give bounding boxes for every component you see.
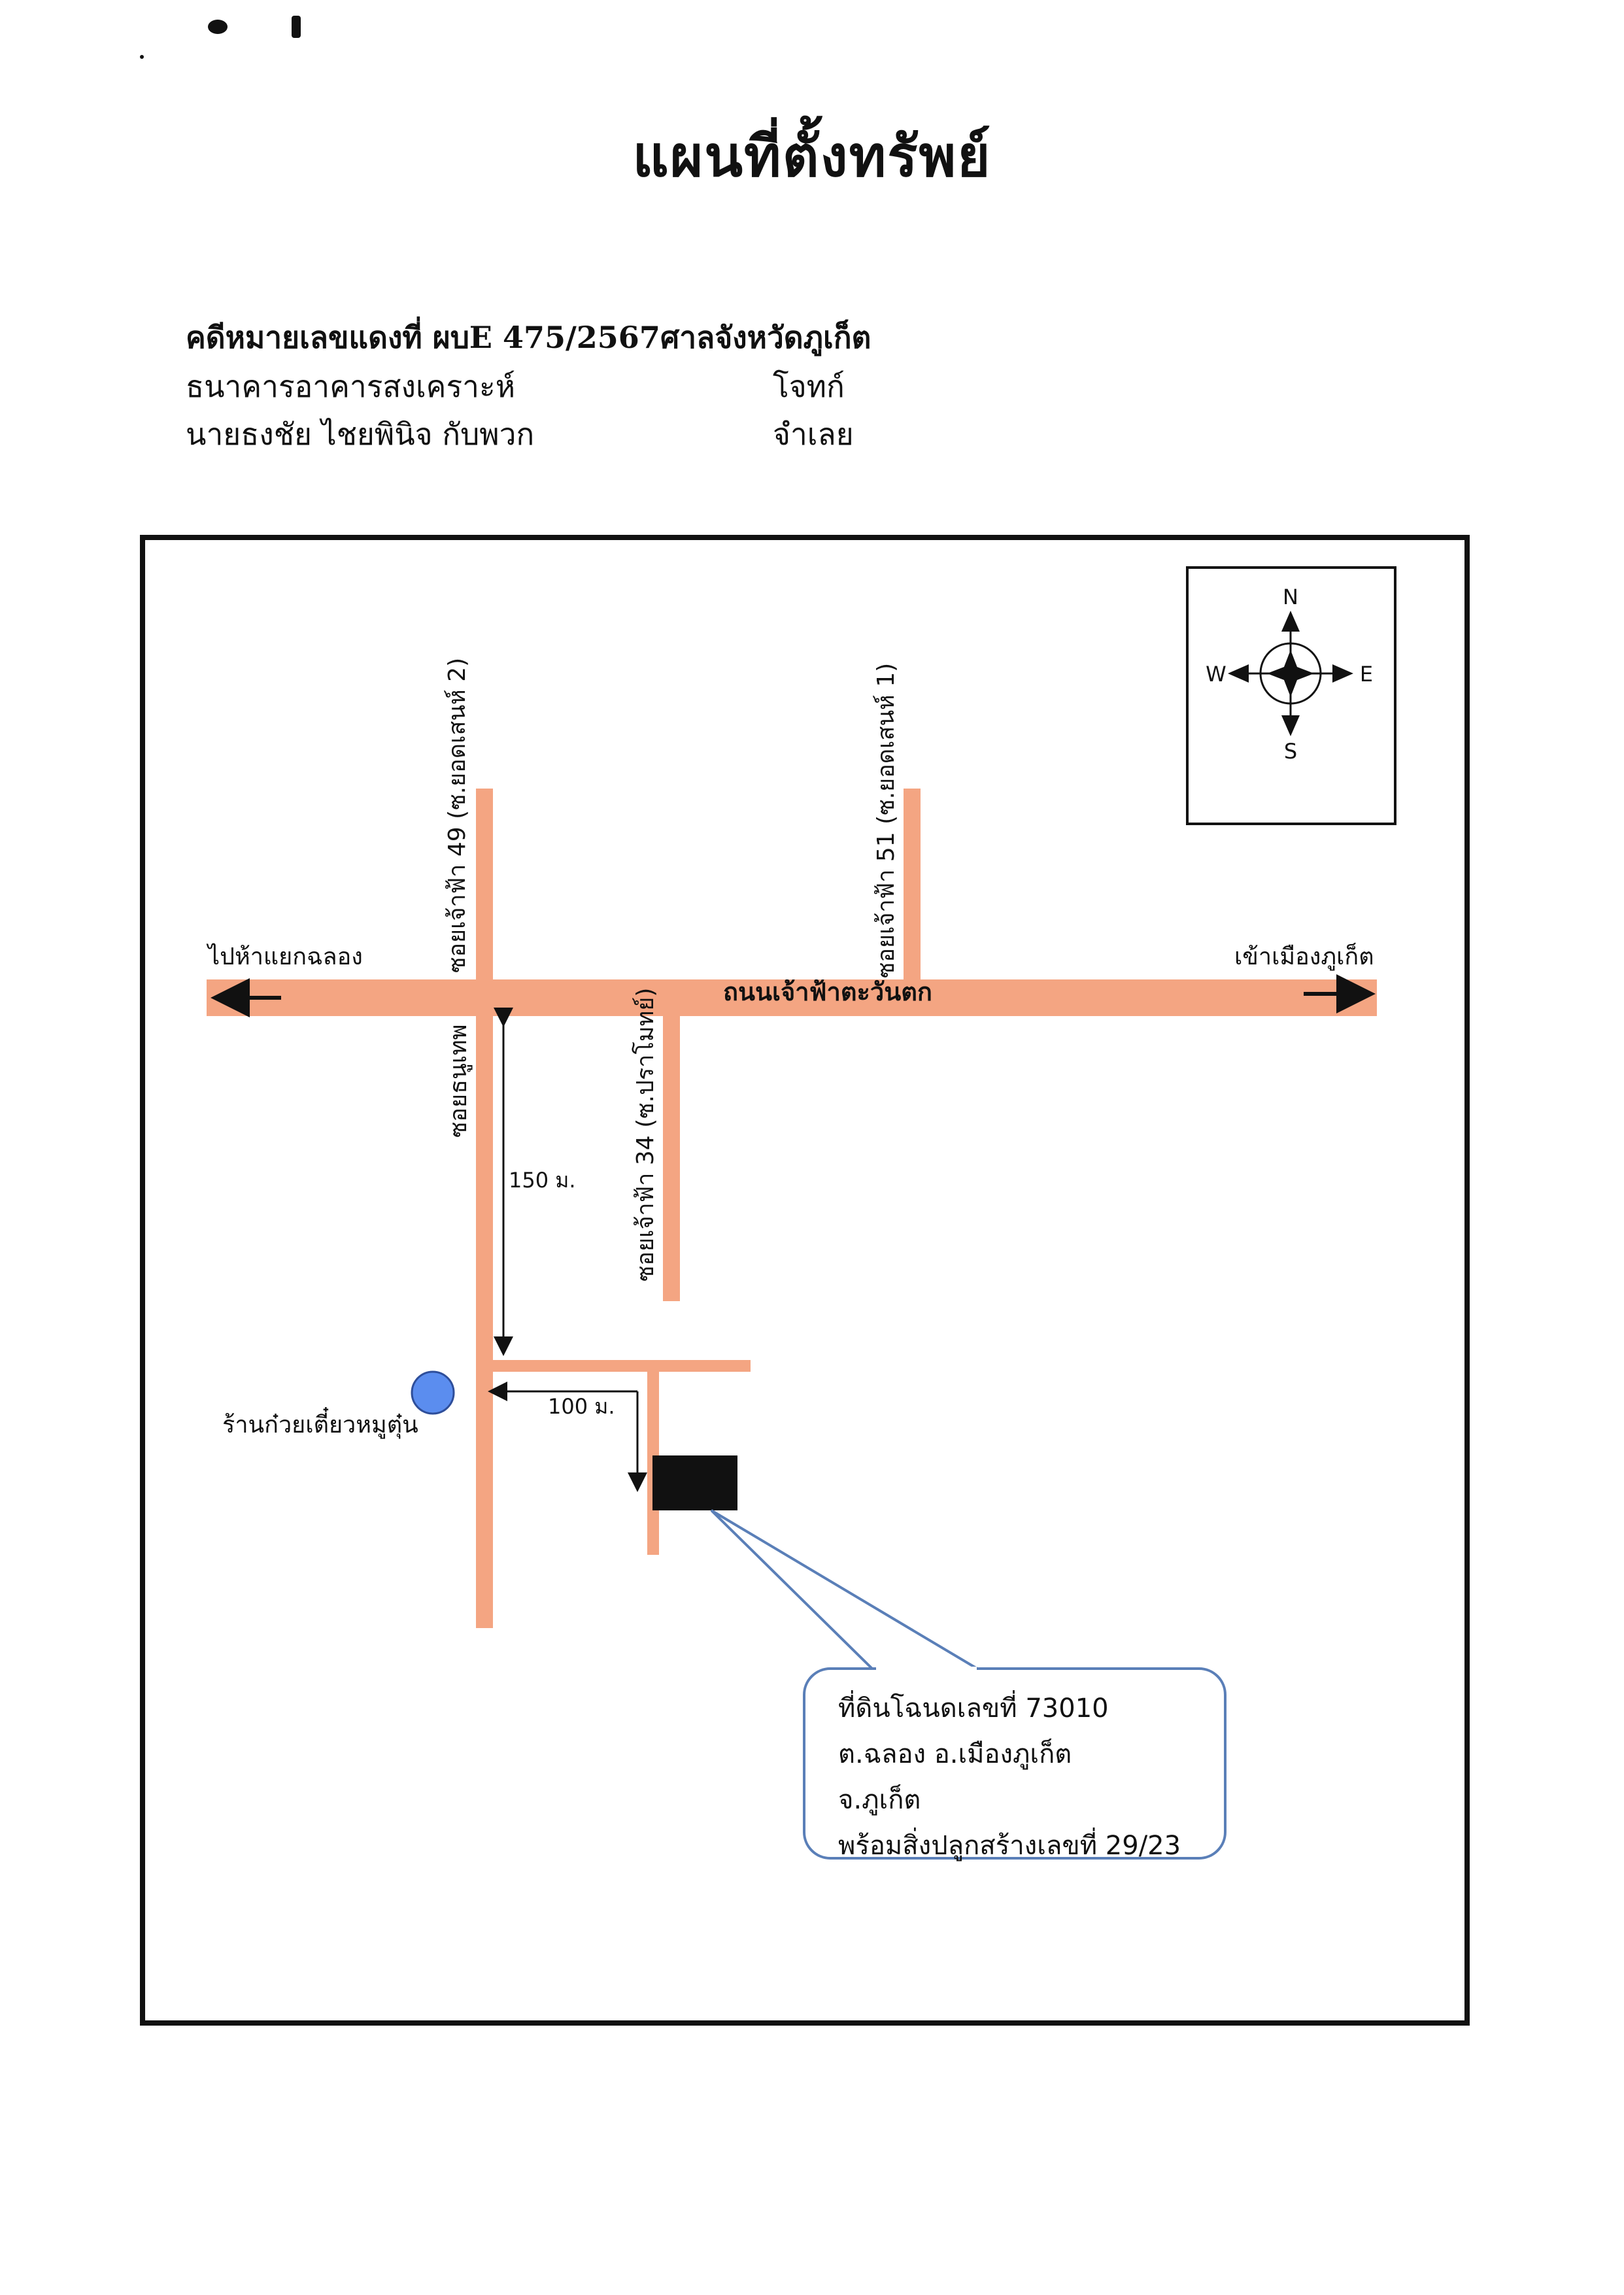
to-east-label: เข้าเมืองภูเก็ต [1234,944,1374,970]
soi-49-road [476,789,493,1628]
page-title: แผนที่ตั้งทรัพย์ [632,124,992,190]
plaintiff-role: โจทก์ [773,369,845,404]
soi-51-road [904,789,921,985]
case-number: คดีหมายเลขแดงที่ ผบE 475/2567 [186,320,660,355]
compass-south: S [1284,739,1297,764]
compass-rose [1228,611,1353,736]
map-frame [140,535,1470,2026]
soi-49-label: ซอยเจ้าฟ้า 49 (ซ.ยอดเสนห์ 2) [444,657,471,973]
property-marker [652,1455,737,1510]
compass-east: E [1360,662,1373,687]
soi-34-road [663,1013,680,1301]
defendant-name: นายธงชัย ไชยพินิจ กับพวก [186,416,535,452]
defendant-role: จำเลย [773,416,854,452]
main-road [207,979,1377,1016]
soi-thep-label: ซอยธนูเทพ [445,1024,472,1138]
compass-north: N [1283,585,1298,609]
compass-west: W [1206,662,1226,687]
callout-subdistrict: ต.ฉลอง อ.เมืองภูเก็ต [838,1739,1072,1769]
landmark-marker [411,1370,455,1415]
soi-34-label: ซอยเจ้าฟ้า 34 (ซ.ปราโมทย์) [632,987,659,1282]
landmark-label: ร้านก๋วยเตี๋ยวหมูตุ๋น [222,1412,418,1438]
to-west-label: ไปห้าแยกฉลอง [208,944,363,970]
soi-51-label: ซอยเจ้าฟ้า 51 (ซ.ยอดเสนห์ 1) [873,662,900,978]
distance-150-label: 150 ม. [509,1168,576,1193]
branch-road [493,1360,751,1372]
callout-deed-number: ที่ดินโฉนดเลขที่ 73010 [838,1693,1109,1724]
court-name: ศาลจังหวัดภูเก็ต [660,320,871,355]
scan-speck [292,16,301,38]
callout-building-number: พร้อมสิ่งปลูกสร้างเลขที่ 29/23 [838,1831,1181,1861]
scan-speck [208,20,228,34]
property-callout-text: ที่ดินโฉนดเลขที่ 73010 ต.ฉลอง อ.เมืองภูเ… [838,1686,1181,1869]
plaintiff-name: ธนาคารอาคารสงเคราะห์ [186,369,516,404]
main-road-label: ถนนเจ้าฟ้าตะวันตก [723,978,932,1006]
distance-100-label: 100 ม. [548,1394,615,1419]
callout-province: จ.ภูเก็ต [838,1785,921,1815]
scan-speck [140,55,144,59]
callout-pointer [710,1509,981,1671]
compass-box [1186,566,1396,825]
callout-box [803,1667,1226,1860]
